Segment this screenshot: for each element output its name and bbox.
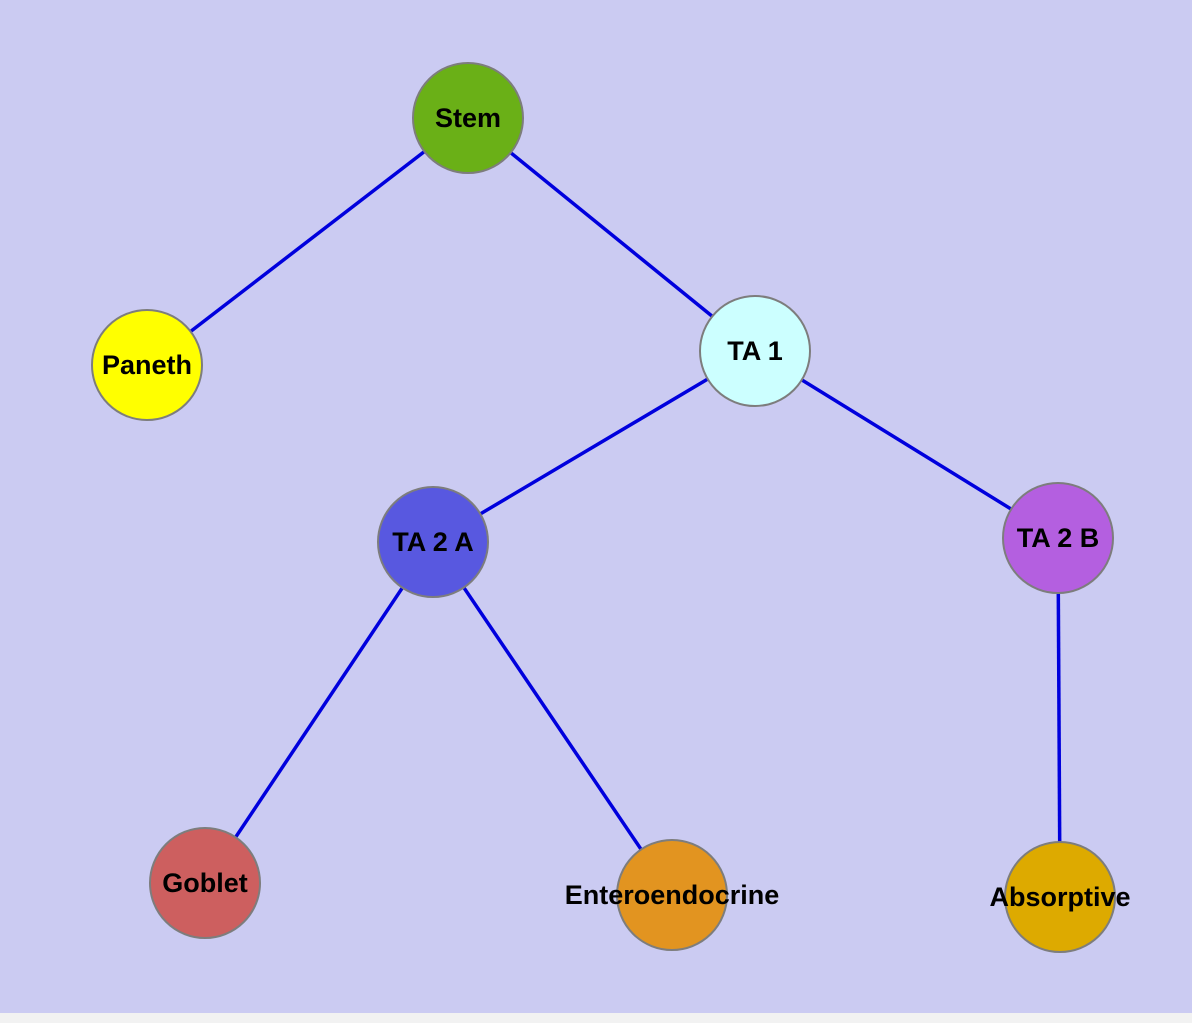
node-circle-ta-1[interactable] [699,295,811,407]
node-circle-enteroendocrine[interactable] [616,839,728,951]
edge-stem-to-paneth [145,116,470,367]
node-absorptive[interactable]: Absorptive [989,841,1131,953]
node-ta-2-a[interactable]: TA 2 A [377,486,489,598]
node-label-stem: Stem [435,103,501,133]
node-circle-absorptive[interactable] [1004,841,1116,953]
node-circle-ta-2-b[interactable] [1002,482,1114,594]
node-label-absorptive: Absorptive [989,882,1130,912]
node-label-enteroendocrine: Enteroendocrine [565,880,780,910]
node-ta-1[interactable]: TA 1 [699,295,811,407]
node-circle-ta-2-a[interactable] [377,486,489,598]
node-goblet[interactable]: Goblet [149,827,261,939]
edge-ta-2-a-to-enteroendocrine [431,541,674,896]
node-label-ta-2-a: TA 2 A [392,527,474,557]
node-circle-stem[interactable] [412,62,524,174]
node-circle-goblet[interactable] [149,827,261,939]
window-bottom-edge [0,1013,1192,1023]
edge-ta-1-to-ta-2-a [432,349,756,544]
node-ta-2-b[interactable]: TA 2 B [1002,482,1114,594]
node-paneth[interactable]: Paneth [91,309,203,421]
edge-ta-2-a-to-goblet [203,541,435,884]
node-stem[interactable]: Stem [412,62,524,174]
node-circle-paneth[interactable] [91,309,203,421]
node-label-goblet: Goblet [162,868,248,898]
edge-ta-2-b-to-absorptive [1056,537,1062,898]
node-enteroendocrine[interactable]: Enteroendocrine [565,839,780,951]
node-label-paneth: Paneth [102,350,192,380]
edge-ta-1-to-ta-2-b [754,349,1059,540]
edge-stem-to-ta-1 [466,116,757,353]
node-label-ta-2-b: TA 2 B [1017,523,1100,553]
node-label-ta-1: TA 1 [727,336,783,366]
